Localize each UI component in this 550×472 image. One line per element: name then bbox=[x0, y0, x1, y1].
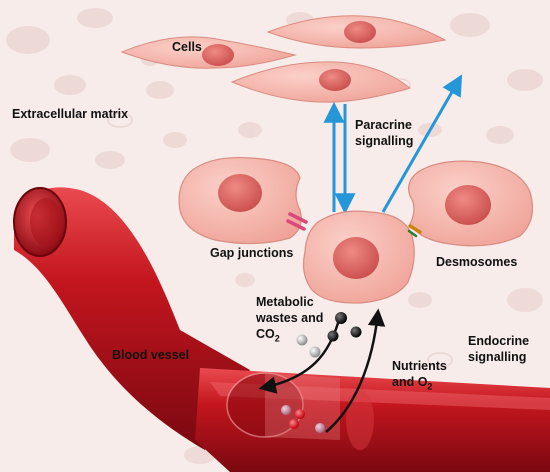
co2-main: CO bbox=[256, 327, 275, 341]
cells-label: Cells bbox=[172, 40, 202, 54]
endocrine-label-line1: Endocrine bbox=[468, 334, 530, 348]
cell-right bbox=[408, 160, 533, 247]
extracellular-matrix-label: Extracellular matrix bbox=[12, 107, 129, 121]
spindle-cell bbox=[230, 61, 412, 103]
transport-arrows bbox=[258, 308, 386, 433]
nutrients-o2-sub: 2 bbox=[427, 381, 433, 392]
spindle-cells bbox=[120, 15, 447, 103]
nutrients-o2-main: and O bbox=[392, 375, 428, 389]
spindle-cell bbox=[120, 36, 297, 69]
desmosomes-label: Desmosomes bbox=[436, 255, 518, 269]
co2-sub: 2 bbox=[274, 333, 280, 344]
endocrine-arrow bbox=[381, 74, 463, 213]
waste-molecules bbox=[296, 312, 362, 358]
metabolic-label-line2: wastes and bbox=[256, 311, 324, 325]
gap-junction-icon bbox=[286, 212, 308, 231]
nutrients-label-line1: Nutrients bbox=[392, 359, 447, 373]
paracrine-arrows bbox=[323, 101, 356, 215]
paracrine-label-line2: signalling bbox=[355, 134, 414, 148]
spindle-cell bbox=[266, 15, 447, 49]
paracrine-label-line1: Paracrine bbox=[355, 118, 412, 132]
blood-vessel bbox=[13, 187, 550, 472]
blood-particles bbox=[281, 405, 325, 433]
nutrients-label-line2: and O2 bbox=[392, 375, 433, 392]
desmosome-icon bbox=[407, 224, 422, 238]
gap-junctions-label: Gap junctions bbox=[210, 246, 294, 260]
cell-central bbox=[302, 210, 415, 304]
co2-label: CO2 bbox=[256, 327, 280, 344]
endocrine-label-line2: signalling bbox=[468, 350, 527, 364]
blood-vessel-label: Blood vessel bbox=[112, 348, 190, 362]
cell-left bbox=[178, 156, 302, 245]
metabolic-label-line1: Metabolic bbox=[256, 295, 314, 309]
